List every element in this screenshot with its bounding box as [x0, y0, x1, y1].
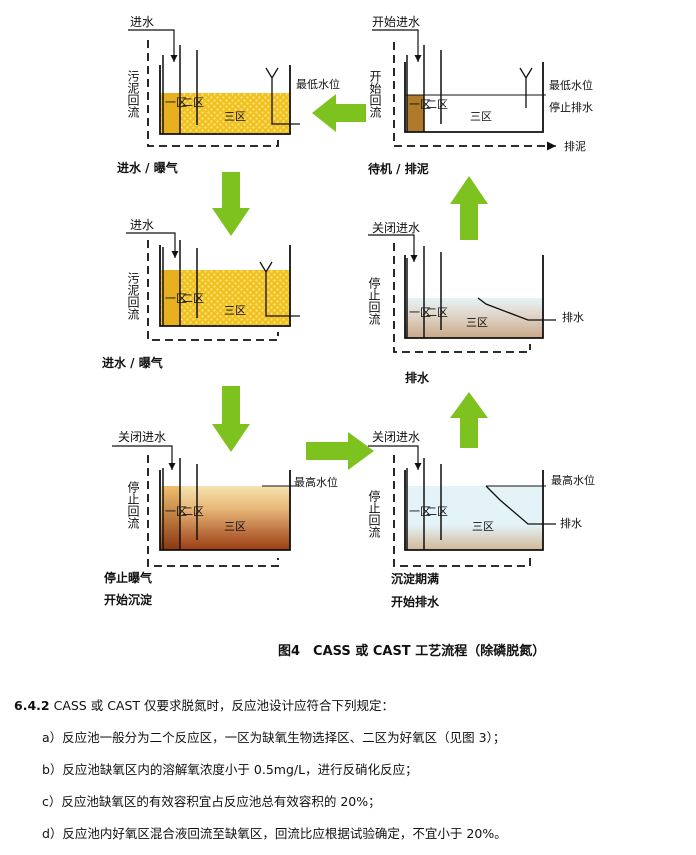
side-label: 停止回流 — [126, 480, 140, 529]
zone-2-label: 二区 — [426, 505, 448, 518]
panel-caption: 进水 / 曝气 — [102, 355, 163, 370]
figure-caption: 图4 CASS 或 CAST 工艺流程（除磷脱氮） — [278, 643, 545, 659]
panel-caption-line1: 停止曝气 — [104, 570, 152, 585]
zone-3-label: 三区 — [224, 304, 246, 317]
zone-1-label: 一区 — [409, 98, 431, 111]
cass-process-diagram: 进水 污泥回流 最低水位 一区 二区 三区 进水 / 曝气 进水 污泥回流 一区… — [102, 15, 595, 659]
panel-4-decant-start: 关闭进水 停止回流 最高水位 排水 一区 二区 三区 沉淀期满 开始排水 — [367, 430, 595, 609]
level-label: 最高水位 — [294, 475, 338, 489]
zone-3-label: 三区 — [224, 520, 246, 533]
outlet-label: 排水 — [562, 310, 584, 324]
zone-1-label: 一区 — [165, 96, 187, 109]
panel-5-decanting: 关闭进水 停止回流 排水 一区 二区 三区 排水 — [367, 221, 584, 385]
zone-1-label: 一区 — [165, 505, 187, 518]
inlet-label: 开始进水 — [372, 15, 420, 29]
arrow-panel2-to-panel3 — [212, 386, 250, 452]
level-label: 最高水位 — [551, 473, 595, 487]
arrow-panel4-to-panel5 — [450, 392, 488, 448]
inlet-label: 进水 — [130, 15, 154, 29]
arrow-panel5-to-panel6 — [450, 176, 488, 240]
spec-item-c: c）反应池缺氧区的有效容积宜占反应池总有效容积的 20%； — [42, 794, 381, 809]
side-label: 开始回流 — [368, 70, 382, 118]
zone-2-label: 二区 — [182, 292, 204, 305]
panel-3-settling: 关闭进水 停止回流 最高水位 一区 二区 三区 停止曝气 开始沉淀 — [104, 430, 338, 607]
panel-caption: 进水 / 曝气 — [117, 160, 178, 175]
inlet-label: 关闭进水 — [372, 430, 420, 444]
spec-item-d: d）反应池内好氧区混合液回流至缺氧区，回流比应根据试验确定，不宜小于 20%。 — [42, 826, 507, 841]
side-label: 污泥回流 — [126, 272, 140, 320]
flow-arrows — [212, 94, 488, 470]
panel-1-fill-draw-aeration: 进水 污泥回流 最低水位 一区 二区 三区 进水 / 曝气 — [117, 15, 340, 175]
zone-2-label: 二区 — [426, 98, 448, 111]
arrow-panel6-to-panel1 — [312, 94, 366, 132]
zone-2-label: 二区 — [182, 505, 204, 518]
arrow-panel3-to-panel4 — [306, 432, 374, 470]
panel-caption: 排水 — [405, 370, 430, 385]
inlet-label: 关闭进水 — [118, 430, 166, 444]
zone-3-label: 三区 — [466, 316, 488, 329]
panel-caption-line2: 开始沉淀 — [104, 592, 153, 607]
panel-6-idle-sludge-wasting: 开始进水 开始回流 最低水位 停止排水 排泥 一区 二区 三区 待机 / 排泥 — [368, 15, 593, 176]
zone-3-label: 三区 — [470, 110, 492, 123]
panel-caption-line2: 开始排水 — [391, 594, 440, 609]
panel-caption: 待机 / 排泥 — [368, 161, 429, 176]
zone-1-label: 一区 — [409, 505, 431, 518]
sludge-wasting-label: 排泥 — [564, 139, 586, 153]
side-label: 停止回流 — [367, 276, 381, 325]
zone-3-label: 三区 — [472, 520, 494, 533]
spec-item-b: b）反应池缺氧区内的溶解氧浓度小于 0.5mg/L，进行反硝化反应； — [42, 762, 418, 777]
panel-2-fill-draw-aeration: 进水 污泥回流 一区 二区 三区 进水 / 曝气 — [102, 218, 300, 370]
stop-drain-label: 停止排水 — [549, 100, 593, 114]
inlet-label: 进水 — [130, 218, 154, 232]
zone-2-label: 二区 — [182, 96, 204, 109]
zone-3-label: 三区 — [224, 110, 246, 123]
arrow-panel1-to-panel2 — [212, 172, 250, 236]
zone-1-label: 一区 — [409, 306, 431, 319]
outlet-label: 排水 — [560, 516, 582, 530]
section-number: 6.4.2 — [14, 698, 50, 713]
level-label: 最低水位 — [296, 77, 340, 91]
spec-item-a: a）反应池一般分为二个反应区，一区为缺氧生物选择区、二区为好氧区（见图 3）； — [42, 730, 506, 745]
inlet-label: 关闭进水 — [372, 221, 420, 235]
side-label: 污泥回流 — [126, 70, 140, 118]
level-label: 最低水位 — [549, 78, 593, 92]
side-label: 停止回流 — [367, 489, 381, 538]
zone-1-label: 一区 — [165, 292, 187, 305]
panel-caption-line1: 沉淀期满 — [391, 571, 439, 586]
section-text: CASS 或 CAST 仅要求脱氮时，反应池设计应符合下列规定： — [53, 698, 395, 713]
zone-2-label: 二区 — [426, 306, 448, 319]
